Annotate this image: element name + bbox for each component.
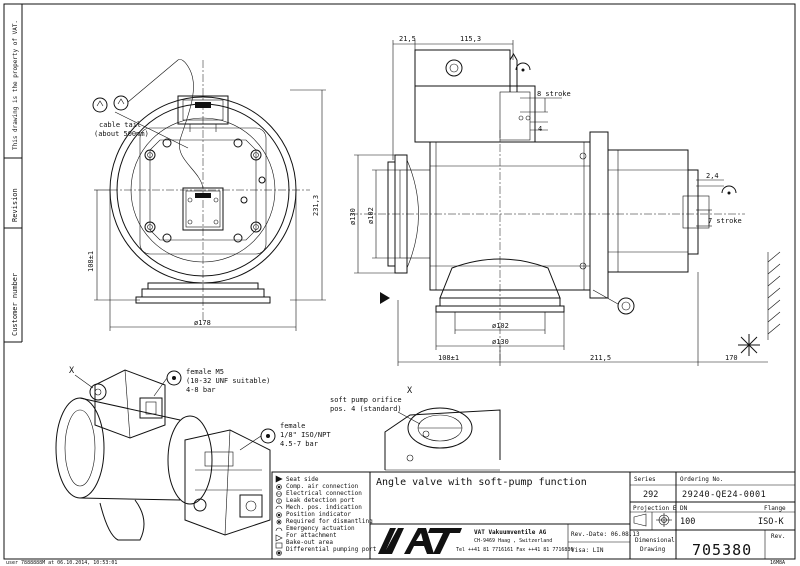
legend-item: Bake-out area (286, 539, 333, 546)
dim-108: 108±1 (438, 354, 459, 362)
npt-label: 1/8" ISO/NPT (280, 431, 331, 439)
legend-item: Required for dismantling (286, 518, 373, 525)
company-name: VAT Vakuumventile AG (474, 529, 547, 536)
legend-item: Position indicator (286, 511, 351, 518)
revision-date: Rev.-Date: 06.08.13 (571, 531, 640, 538)
legend-item: Leak detection port (286, 497, 355, 504)
side-view: 21,5 115,3 8 stroke 4 ø130 ø102 2,4 7 st… (349, 35, 781, 366)
female-label: female (280, 422, 305, 430)
legend-item: Electrical connection (286, 490, 362, 497)
female-m5-label: female M5 (186, 368, 224, 376)
cable-length-label: (about 500mm) (94, 130, 149, 138)
footer-code: 16M8A (770, 560, 785, 566)
dim-phi102-left: ø102 (367, 207, 375, 224)
orifice-pos-label: pos. 4 (standard) (330, 405, 402, 413)
detail-x-view: X soft pump orifice pos. 4 (standard) (330, 386, 501, 471)
dim-115-3: 115,3 (460, 35, 481, 43)
flange-value: ISO-K (758, 517, 784, 527)
property-note: This drawing is the property of VAT. (12, 20, 19, 150)
dim-2-4: 2,4 (706, 172, 719, 180)
side-strip: This drawing is the property of VAT. Rev… (4, 4, 23, 343)
legend-item: Mech. pos. indication (286, 504, 362, 511)
legend-item: Differential pumping port (286, 546, 377, 553)
dim-170: 170 (725, 354, 738, 362)
series-value: 292 (643, 490, 658, 500)
dim-diameter: ø178 (194, 319, 211, 327)
legend-item: For attachment (286, 532, 337, 539)
dim-phi130-left: ø130 (349, 208, 357, 225)
dim-height: 231,3 (312, 195, 320, 216)
cable-tail-label: cable tail (99, 121, 141, 129)
bar-4-8-label: 4-8 bar (186, 386, 216, 394)
drawing-label: Drawing (640, 546, 666, 553)
projection-label: Projection E (633, 505, 677, 512)
iso-marker-x: X (69, 366, 75, 376)
vat-logo (378, 528, 462, 554)
drawing-number: 705380 (692, 541, 752, 559)
company-phone: Tel ++41 81 7716161 Fax ++41 81 7716830 (456, 547, 573, 553)
front-view: cable tail (about 500mm) 231,3 108±1 ø17… (87, 59, 326, 331)
legend-item: Emergency actuation (286, 525, 355, 532)
dimensional-label: Dimensional (635, 537, 675, 544)
dim-211-5: 211,5 (590, 354, 611, 362)
flange-label: Flange (764, 505, 786, 512)
unf-label: (10-32 UNF suitable) (186, 377, 270, 385)
rev-label: Rev. (771, 533, 785, 540)
visa: Visa: LIN (571, 547, 604, 554)
ordering-label: Ordering No. (680, 476, 723, 483)
stroke-right-label: 7 stroke (708, 217, 742, 225)
dim-phi102-bottom: ø102 (492, 322, 509, 330)
bar-4-5-7-label: 4.5-7 bar (280, 440, 318, 448)
dim-phi130-bottom: ø130 (492, 338, 509, 346)
isometric-view: X female M5 (10-32 UNF suitable) 4-8 bar… (55, 366, 331, 541)
footer-user: user 7888888M at 06.10.2014, 10:53:01 (6, 560, 117, 566)
detail-marker-x: X (407, 386, 413, 396)
company-address: CH-9469 Haag , Switzerland (474, 538, 552, 544)
revision-label: Revision (11, 188, 19, 222)
projection-symbol (633, 513, 672, 527)
dn-value: 100 (680, 517, 695, 527)
legend-item: Comp. air connection (286, 483, 359, 490)
drawing-title: Angle valve with soft-pump function (376, 477, 587, 488)
stroke-top-label: 8 stroke (537, 90, 571, 98)
dim-21-5: 21,5 (399, 35, 416, 43)
title-block: Seat side Comp. air connection Electrica… (271, 471, 796, 560)
customer-number-label: Customer number (11, 273, 19, 336)
dim-4: 4 (538, 125, 542, 133)
series-label: Series (634, 476, 656, 483)
legend-item: Seat side (286, 476, 319, 483)
dn-label: DN (680, 505, 688, 512)
ordering-value: 29240-QE24-0001 (682, 490, 766, 500)
dim-center: 108±1 (87, 251, 95, 272)
orifice-label: soft pump orifice (330, 396, 402, 404)
legend-list: Seat side Comp. air connection Electrica… (286, 476, 377, 553)
